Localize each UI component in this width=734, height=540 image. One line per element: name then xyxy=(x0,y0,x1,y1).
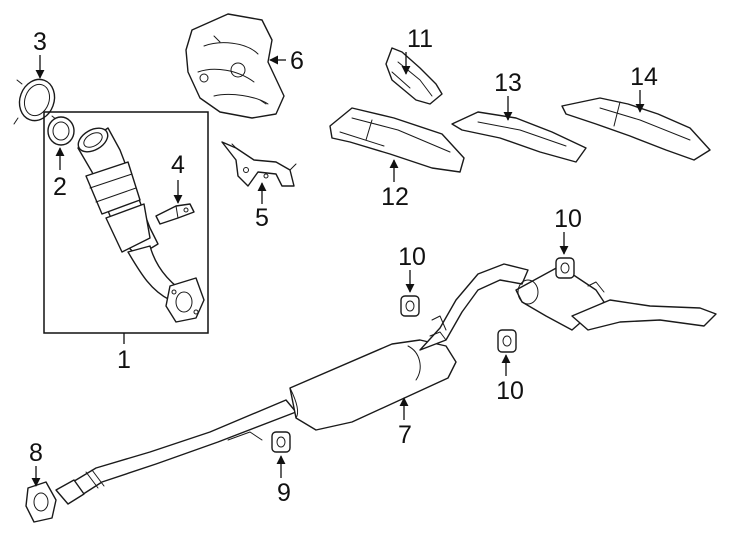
hanger-icon xyxy=(497,329,517,353)
clamp-icon xyxy=(13,78,58,125)
callout-14: 14 xyxy=(630,63,658,91)
callout-8: 8 xyxy=(29,439,43,467)
gasket-icon xyxy=(25,481,57,523)
callout-12: 12 xyxy=(381,183,409,211)
bracket-icon xyxy=(221,141,297,187)
hanger-icon xyxy=(271,431,291,453)
callout-1: 1 xyxy=(117,346,131,374)
callout-5: 5 xyxy=(255,204,269,232)
callout-4: 4 xyxy=(171,151,185,179)
callout-13: 13 xyxy=(494,69,522,97)
heat-shield-icon xyxy=(329,107,465,173)
bracket-icon xyxy=(155,203,195,225)
heat-shield-icon xyxy=(561,97,711,161)
callout-10c: 10 xyxy=(496,377,524,405)
muffler-pipe-icon xyxy=(55,263,717,505)
callout-6: 6 xyxy=(290,47,304,75)
hanger-icon xyxy=(400,295,420,317)
catalytic-converter-icon xyxy=(77,127,205,323)
heat-shield-icon xyxy=(385,47,443,105)
callout-10b: 10 xyxy=(554,205,582,233)
callout-9: 9 xyxy=(277,479,291,507)
callout-2: 2 xyxy=(53,173,67,201)
callout-10a: 10 xyxy=(398,243,426,271)
assembly-box-frame xyxy=(43,111,209,334)
callout-11: 11 xyxy=(407,25,433,53)
callout-3: 3 xyxy=(33,28,47,56)
gasket-icon xyxy=(47,116,75,146)
hanger-icon xyxy=(555,257,575,279)
heat-shield-icon xyxy=(185,13,285,119)
heat-shield-icon xyxy=(451,111,587,163)
callout-7: 7 xyxy=(398,421,412,449)
